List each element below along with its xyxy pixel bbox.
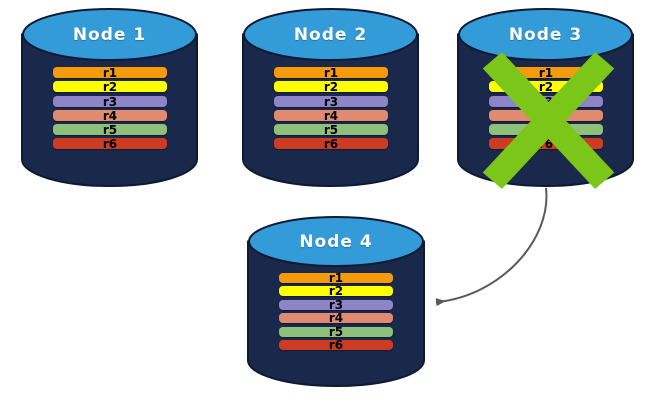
node-4-top-ellipse (248, 216, 424, 267)
node-3-row-r6[interactable]: r6 (489, 138, 603, 150)
node-3-label: Node 3 (508, 24, 583, 45)
node-4-row-r6[interactable]: r6 (279, 339, 393, 351)
node-1-row-r5[interactable]: r5 (53, 124, 167, 136)
node-2-row-r4[interactable]: r4 (274, 110, 388, 122)
node-3-row-r3[interactable]: r3 (489, 96, 603, 108)
node-2-top-ellipse (243, 8, 418, 61)
node-4-row-r4[interactable]: r4 (279, 312, 393, 324)
node-1[interactable]: Node 1 r1 r2 r3 r4 r5 r6 (21, 8, 198, 187)
node-3-row-r4[interactable]: r4 (489, 110, 603, 122)
node-4-row-r3[interactable]: r3 (279, 299, 393, 311)
node-2-row-r1[interactable]: r1 (274, 67, 388, 79)
node-3-row-r1[interactable]: r1 (489, 67, 603, 79)
node-1-row-r1[interactable]: r1 (53, 67, 167, 79)
node-3[interactable]: Node 3 r1 r2 r3 r4 r5 r6 (457, 8, 634, 189)
node-3-row-r5[interactable]: r5 (489, 124, 603, 136)
node-2-label: Node 2 (293, 24, 368, 45)
node-4-row-r1[interactable]: r1 (279, 272, 393, 284)
node-4-row-r5[interactable]: r5 (279, 326, 393, 338)
node-2-row-r3[interactable]: r3 (274, 96, 388, 108)
node-1-label: Node 1 (72, 24, 147, 45)
node-4-label: Node 4 (299, 231, 373, 252)
node-2[interactable]: Node 2 r1 r2 r3 r4 r5 r6 (242, 8, 419, 187)
node-3-row-r2[interactable]: r2 (489, 81, 603, 93)
node-1-top-ellipse (22, 8, 197, 61)
node-1-row-r4[interactable]: r4 (53, 110, 167, 122)
node-4-row-r2[interactable]: r2 (279, 285, 393, 297)
node-1-row-r2[interactable]: r2 (53, 81, 167, 93)
node-2-row-r2[interactable]: r2 (274, 81, 388, 93)
node-1-row-r3[interactable]: r3 (53, 96, 167, 108)
node-2-row-r6[interactable]: r6 (274, 138, 388, 150)
node-1-row-r6[interactable]: r6 (53, 138, 167, 150)
node-2-row-r5[interactable]: r5 (274, 124, 388, 136)
